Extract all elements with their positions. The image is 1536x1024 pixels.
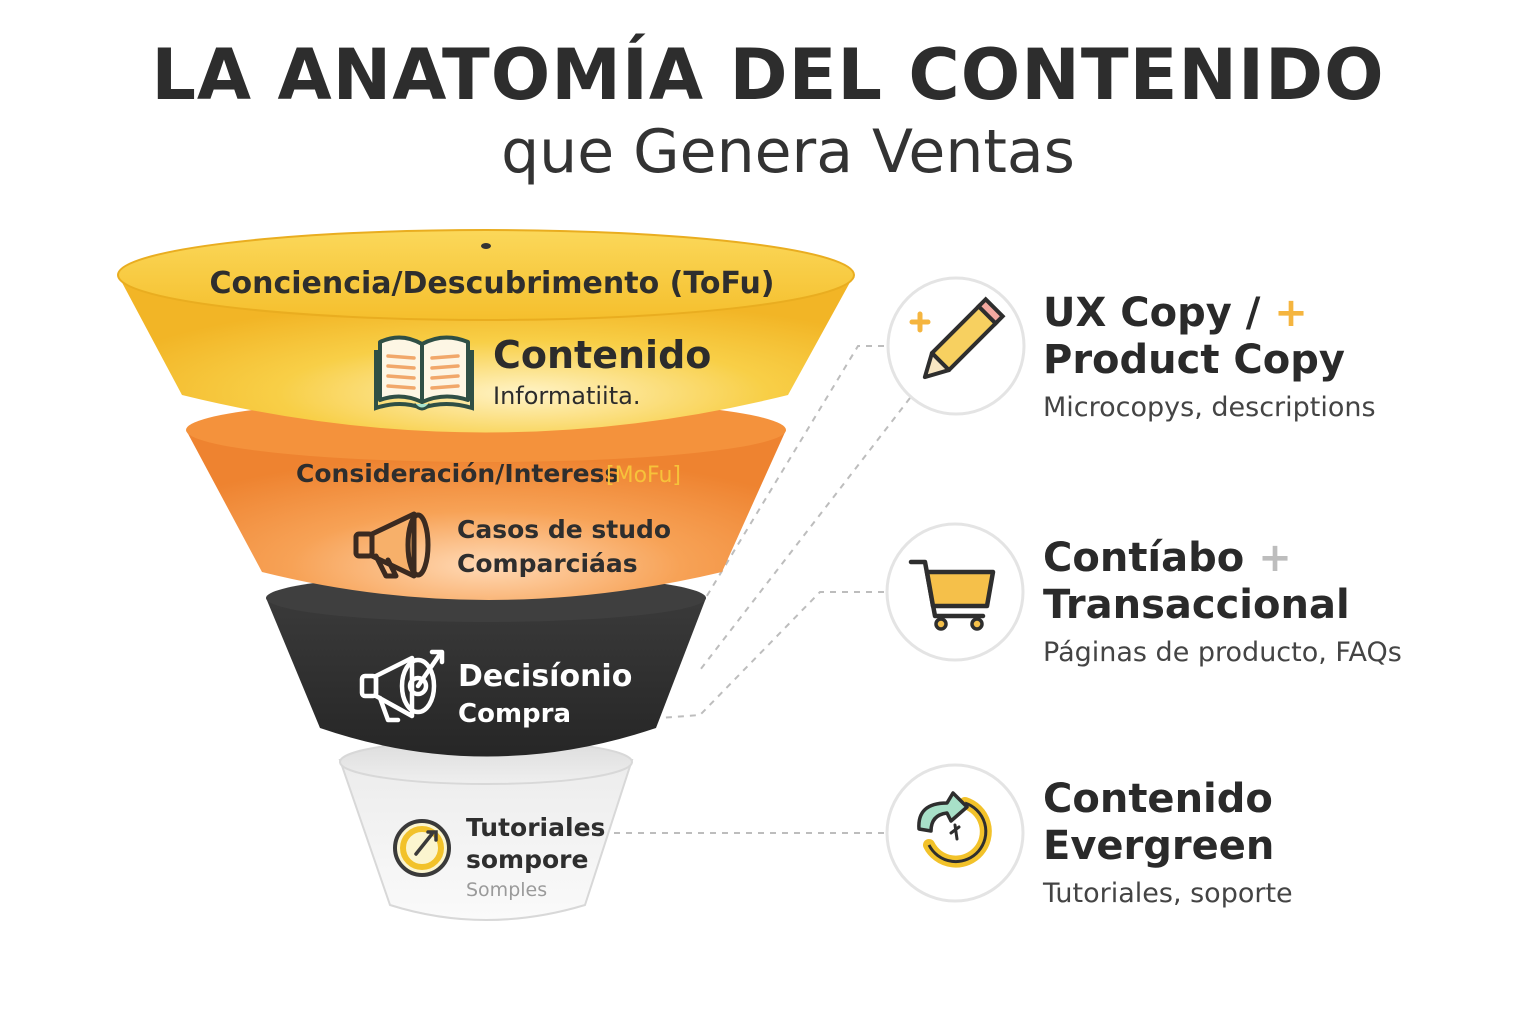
item-transaccional-desc: Páginas de producto, FAQs [1043, 637, 1402, 668]
connector-lines [600, 345, 911, 834]
shopping-cart-icon [885, 522, 1025, 662]
item-transaccional-title-line2: Transaccional [1043, 582, 1350, 628]
plus-icon: + [1258, 535, 1292, 581]
megaphone-icon [353, 511, 431, 579]
item-transaccional-title-line1: Contíabo [1043, 535, 1245, 581]
tofu-title: Contenido [493, 333, 711, 377]
item-transaccional: Contíabo + Transaccional Páginas de prod… [1043, 535, 1503, 668]
mofu-line2: Comparciáas [457, 549, 638, 578]
funnel-layer-tofu [117, 229, 855, 433]
tofu-stage-label: Conciencia/Descubrimento (ToFu) [209, 266, 774, 301]
page-title: LA ANATOMÍA DEL CONTENIDO [151, 34, 1385, 116]
item-evergreen: Contenido Evergreen Tutoriales, soporte [1043, 776, 1503, 909]
item-evergreen-title-line1: Contenido [1043, 776, 1273, 822]
megaphone-target-icon [359, 649, 445, 723]
item-ux-copy-title-line1: UX Copy / [1043, 290, 1261, 336]
support-circle-icon [393, 819, 451, 877]
item-evergreen-desc: Tutoriales, soporte [1043, 878, 1293, 909]
mofu-stage-tag: [MoFu] [606, 463, 681, 488]
mofu-stage-label: Consideración/Interess [296, 459, 619, 488]
page-subtitle: que Genera Ventas [501, 117, 1075, 187]
plus-icon: + [1274, 290, 1308, 336]
item-evergreen-title-line2: Evergreen [1043, 823, 1275, 869]
support-line2: sompore [466, 845, 588, 874]
mofu-line1: Casos de studo [457, 515, 671, 544]
item-ux-copy-title-line2: Product Copy [1043, 337, 1345, 383]
support-line1: Tutoriales [466, 813, 605, 842]
pencil-icon [886, 276, 1026, 416]
connector-line-ux-2 [699, 397, 911, 671]
bofu-line1: Decisíonio [458, 659, 632, 694]
connector-line-ux [649, 345, 884, 691]
item-ux-copy-desc: Microcopys, descriptions [1043, 392, 1376, 423]
evergreen-cycle-icon [885, 763, 1025, 903]
open-book-icon [374, 335, 474, 411]
connector-line-transaccional [659, 591, 884, 719]
support-line3: Somples [466, 879, 547, 901]
tofu-subtitle: Informatiita. [493, 382, 640, 410]
bofu-line2: Compra [458, 699, 571, 729]
item-ux-copy: UX Copy / + Product Copy Microcopys, des… [1043, 290, 1503, 423]
